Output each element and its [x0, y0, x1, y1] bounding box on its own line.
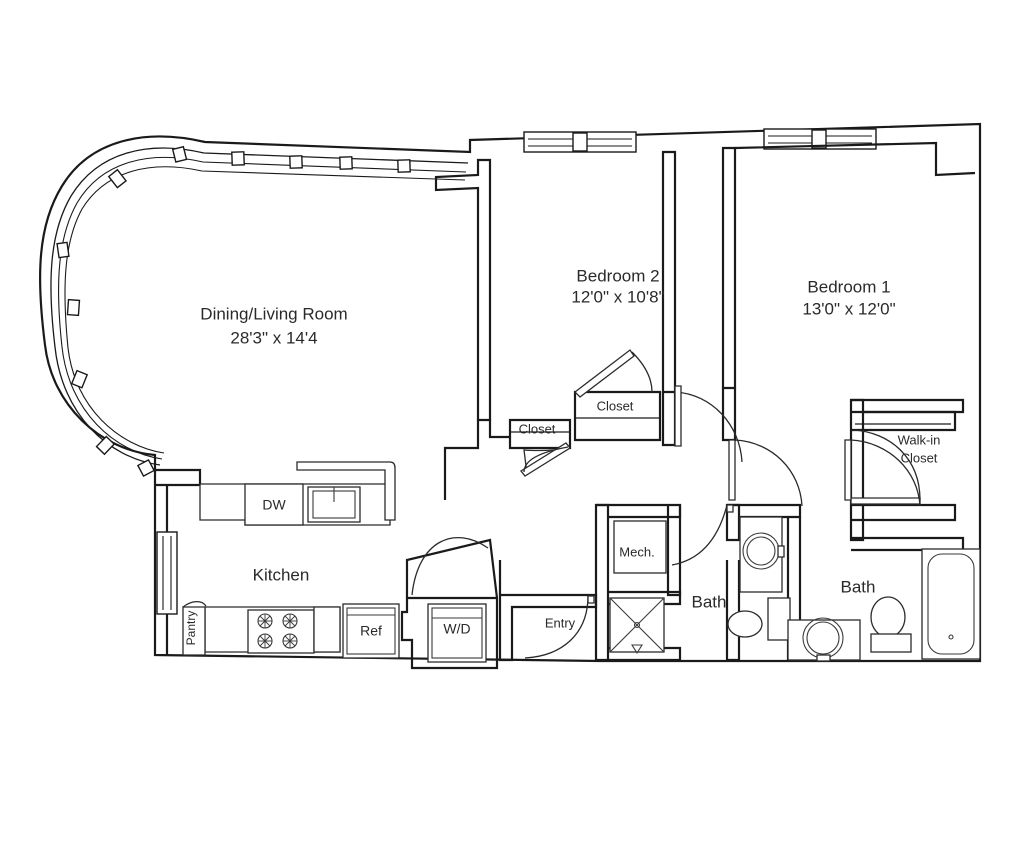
walk-in-closet	[850, 410, 957, 522]
label-entry: Entry	[545, 615, 576, 630]
curved-window-mullions	[56, 145, 411, 478]
label-closet-bedroom2-right: Closet	[597, 398, 634, 413]
dims-dining-living-room: 28'3" x 14'4	[230, 328, 317, 347]
label-bath-master: Bath	[841, 577, 876, 596]
closet-bedroom2-right	[573, 349, 662, 442]
master-bath	[787, 548, 981, 662]
mech-closet	[613, 520, 667, 574]
curved-window-wall	[50, 145, 469, 478]
label-walk-in-closet-line2: Closet	[901, 450, 938, 465]
range-cooktop-icon	[247, 609, 315, 654]
dishwasher-unit	[244, 483, 304, 526]
label-washer-dryer: W/D	[443, 621, 470, 637]
label-pantry: Pantry	[184, 611, 198, 646]
vanity-master-bath-icon	[787, 617, 861, 662]
pantry-closet	[182, 600, 207, 656]
window-bedroom-2	[523, 131, 637, 153]
refrigerator-unit	[342, 603, 400, 659]
label-dishwasher: DW	[262, 497, 286, 513]
label-mech: Mech.	[619, 544, 654, 559]
kitchen-counters	[182, 461, 400, 659]
space-labels: Closet Closet Walk-in Closet Bath Bath E…	[184, 398, 940, 645]
label-dining-living-room: Dining/Living Room	[200, 304, 347, 323]
shower-stall-icon	[609, 597, 665, 655]
interior-walls	[155, 141, 976, 662]
window-kitchen-left	[156, 531, 178, 615]
dims-bedroom-1: 13'0" x 12'0"	[802, 299, 895, 318]
hall-bath	[609, 516, 791, 655]
window-bedroom-1	[763, 128, 877, 150]
toilet-master-bath-icon	[870, 596, 912, 653]
room-labels: Dining/Living Room 28'3" x 14'4 Bedroom …	[200, 266, 895, 584]
appliance-labels: DW Ref W/D	[262, 497, 470, 639]
label-bedroom-2: Bedroom 2	[576, 266, 659, 285]
door-swings	[524, 385, 921, 659]
label-bedroom-1: Bedroom 1	[807, 277, 890, 296]
closet-bedroom2-left	[508, 418, 572, 477]
label-closet-bedroom2-left: Closet	[519, 421, 556, 436]
label-kitchen: Kitchen	[253, 565, 310, 584]
washer-dryer-closet	[400, 537, 499, 670]
label-walk-in-closet-line1: Walk-in	[898, 432, 941, 447]
label-refrigerator: Ref	[360, 623, 382, 639]
toilet-hall-bath-icon	[739, 516, 785, 593]
label-bath-hall: Bath	[692, 592, 727, 611]
vanity-hall-bath-icon	[727, 597, 791, 641]
bathtub-icon	[921, 548, 981, 660]
kitchen-sink-icon	[307, 486, 361, 523]
dims-bedroom-2: 12'0" x 10'8"	[571, 287, 664, 306]
exterior-walls	[39, 122, 982, 663]
